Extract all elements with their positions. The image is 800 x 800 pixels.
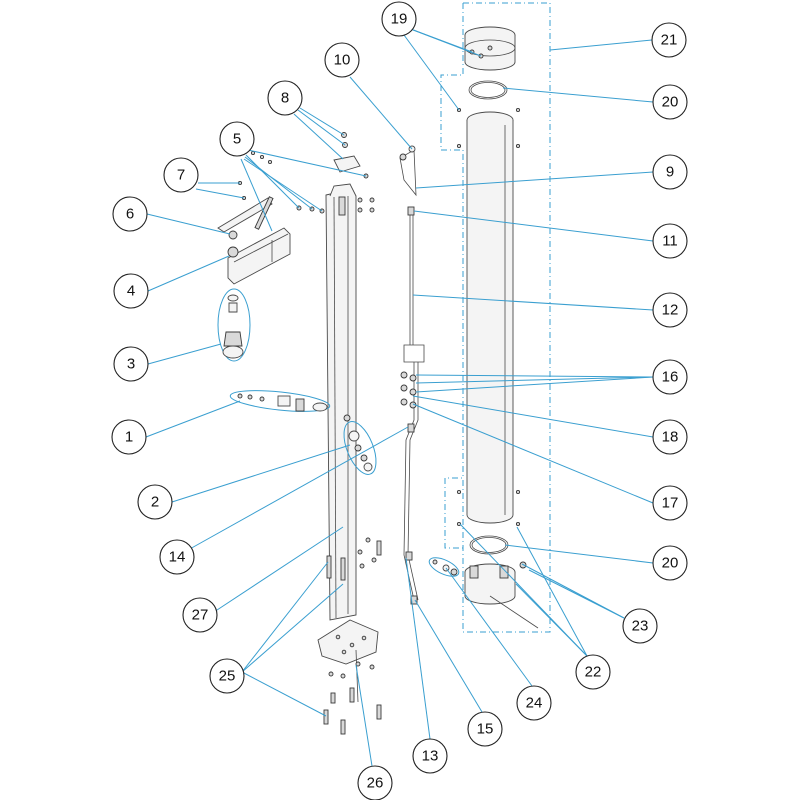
callout-11: 11	[652, 223, 688, 259]
svg-text:18: 18	[662, 429, 679, 446]
callout-26: 26	[357, 765, 393, 800]
leader-lines	[145, 27, 654, 767]
svg-text:20: 20	[662, 94, 679, 111]
svg-text:24: 24	[526, 695, 543, 712]
svg-text:6: 6	[126, 206, 134, 223]
callouts: 1 2 3 4 5 6 7 8 9 10 11 12 13 14 15 16 1…	[111, 1, 688, 800]
callout-2: 2	[137, 484, 173, 520]
svg-text:14: 14	[169, 549, 186, 566]
svg-text:3: 3	[127, 356, 135, 373]
svg-text:21: 21	[661, 32, 678, 49]
callout-10: 10	[324, 42, 360, 78]
svg-text:16: 16	[662, 369, 679, 386]
svg-text:23: 23	[632, 618, 649, 635]
svg-text:19: 19	[391, 11, 408, 28]
valve-set	[229, 390, 331, 412]
svg-text:15: 15	[477, 721, 494, 738]
svg-text:17: 17	[662, 495, 679, 512]
callout-19: 19	[381, 1, 417, 37]
callout-25: 25	[209, 658, 245, 694]
callout-14: 14	[159, 539, 195, 575]
callout-3: 3	[113, 346, 149, 382]
subassembly-boundary	[440, 2, 551, 633]
shower-head	[217, 288, 251, 362]
svg-text:27: 27	[192, 607, 209, 624]
svg-text:5: 5	[233, 131, 241, 148]
push-button-set	[343, 414, 377, 475]
anchor-bolts	[323, 537, 382, 735]
callout-5: 5	[219, 121, 255, 157]
svg-text:10: 10	[334, 52, 351, 69]
svg-text:25: 25	[219, 668, 236, 685]
callout-22: 22	[575, 654, 611, 690]
callout-4: 4	[113, 273, 149, 309]
shower-arm	[217, 196, 291, 285]
callout-24: 24	[516, 685, 552, 721]
svg-text:1: 1	[125, 429, 133, 446]
callout-18: 18	[652, 419, 688, 455]
callout-27: 27	[182, 597, 218, 633]
svg-text:8: 8	[281, 90, 289, 107]
svg-text:7: 7	[177, 167, 185, 184]
callout-17: 17	[652, 485, 688, 521]
svg-text:4: 4	[127, 283, 135, 300]
base-plate	[317, 619, 379, 703]
internal-hoses	[399, 145, 425, 605]
svg-text:22: 22	[585, 664, 602, 681]
callout-7: 7	[163, 157, 199, 193]
callout-20-top: 20	[652, 84, 688, 120]
svg-text:9: 9	[666, 164, 674, 181]
column-body	[325, 183, 357, 621]
callout-21: 21	[651, 22, 687, 58]
callout-23: 23	[622, 608, 658, 644]
cylinder-assembly	[428, 26, 539, 629]
callout-12: 12	[652, 292, 688, 328]
svg-text:20: 20	[662, 555, 679, 572]
callout-1: 1	[111, 419, 147, 455]
callout-16: 16	[652, 359, 688, 395]
callout-15: 15	[467, 711, 503, 747]
callout-8: 8	[267, 80, 303, 116]
svg-text:2: 2	[151, 494, 159, 511]
callout-6: 6	[112, 196, 148, 232]
svg-text:11: 11	[662, 233, 678, 250]
svg-text:12: 12	[662, 302, 679, 319]
svg-text:26: 26	[367, 775, 384, 792]
callout-20-bottom: 20	[652, 545, 688, 581]
svg-text:13: 13	[422, 748, 439, 765]
callout-13: 13	[412, 738, 448, 774]
callout-9: 9	[652, 154, 688, 190]
